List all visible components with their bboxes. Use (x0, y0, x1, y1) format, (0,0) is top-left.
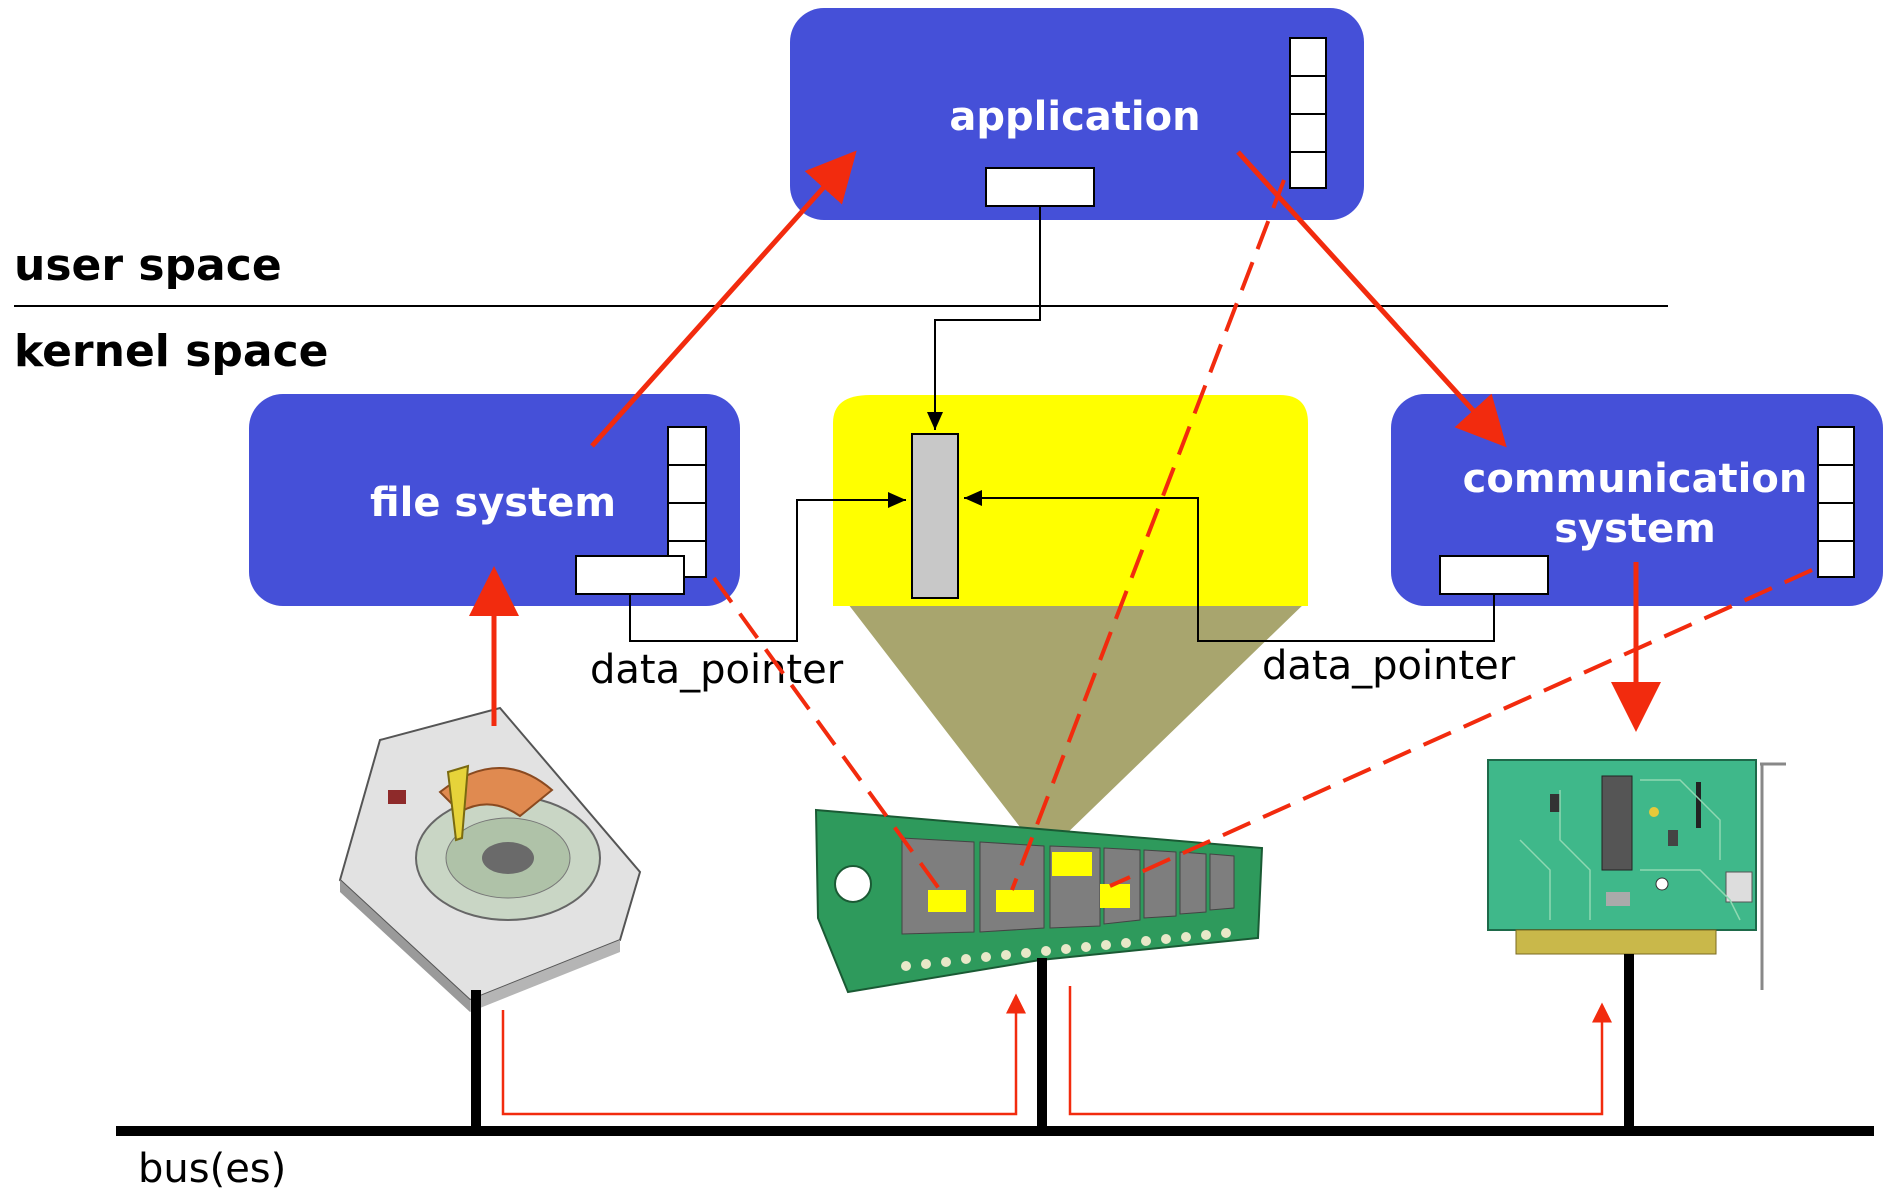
application-label: application (949, 94, 1200, 140)
data-pointer-right-label: data_pointer (1262, 643, 1516, 689)
communication-system-box: communication system (1391, 394, 1883, 606)
file-system-label: file system (370, 480, 616, 526)
file-system-queue (667, 426, 707, 578)
control-flow-arrows (469, 150, 1661, 732)
communication-label-line2: system (1554, 506, 1716, 552)
network-card-icon (1487, 759, 1786, 990)
application-buffer (985, 167, 1095, 207)
communication-queue (1817, 426, 1855, 578)
kernel-buffer-area (833, 395, 1308, 606)
kernel-space-label: kernel space (14, 326, 329, 377)
application-box: application (790, 8, 1364, 220)
bus-label: bus(es) (138, 1146, 286, 1189)
data-pointer-connectors (629, 206, 1495, 642)
shared-data-buffer (911, 433, 959, 599)
hard-disk-icon (338, 706, 642, 1012)
ram-cells (928, 852, 1130, 912)
memory-mapping-lines (712, 179, 1813, 892)
communication-label-line1: communication (1463, 456, 1808, 502)
data-pointer-left-label: data_pointer (590, 647, 844, 693)
dma-transfer-arrows (501, 986, 1612, 1116)
file-system-buffer (575, 555, 685, 595)
system-bus (116, 954, 1874, 1136)
file-system-box: file system (249, 394, 740, 606)
ram-module-icon (814, 808, 1264, 994)
user-space-label: user space (14, 240, 282, 291)
communication-buffer (1439, 555, 1549, 595)
application-queue (1289, 37, 1327, 189)
